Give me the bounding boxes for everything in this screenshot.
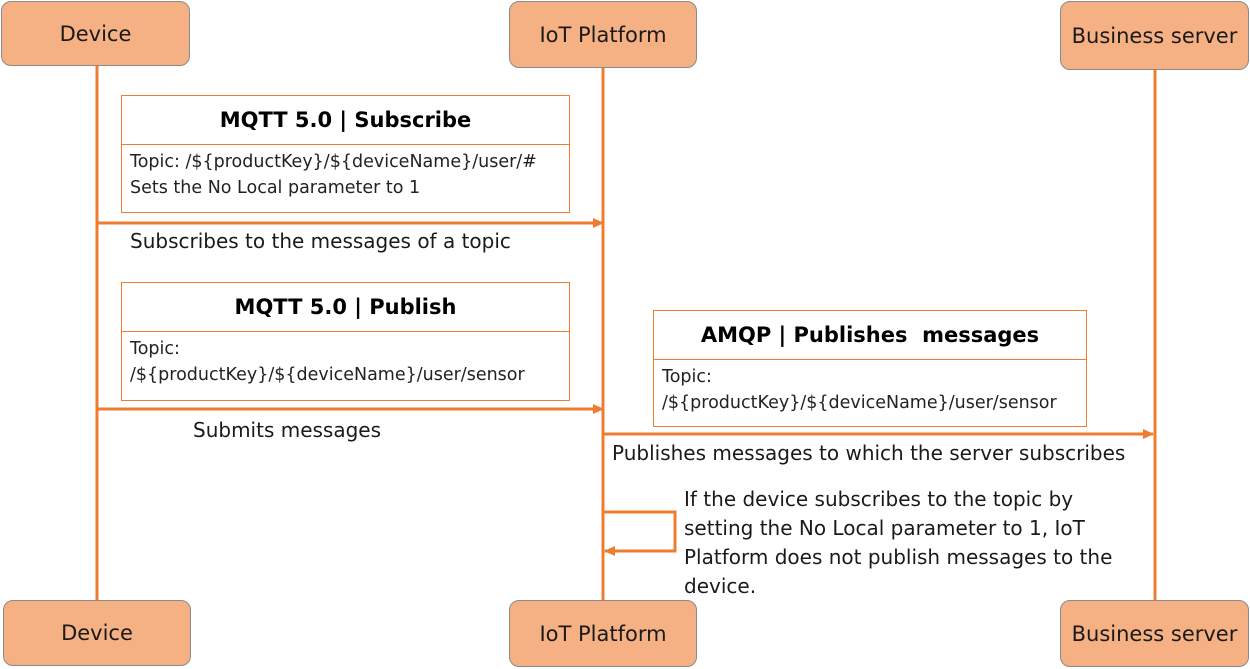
note-subscribe-no-local: Sets the No Local parameter to 1 — [130, 178, 421, 198]
note-publish-topic-label: Topic: — [130, 339, 180, 359]
message-subscribe-label: Subscribes to the messages of a topic — [130, 229, 511, 253]
note-amqp-topic-label: Topic: — [662, 367, 712, 387]
actor-server-bottom: Business server — [1060, 600, 1249, 667]
note-amqp: AMQP | Publishes messages Topic: /${prod… — [653, 310, 1087, 427]
actor-platform-bottom: IoT Platform — [509, 600, 697, 667]
note-publish-title: MQTT 5.0 | Publish — [122, 283, 569, 332]
note-subscribe-title: MQTT 5.0 | Subscribe — [122, 96, 569, 145]
note-amqp-topic: /${productKey}/${deviceName}/user/sensor — [662, 393, 1057, 413]
actor-device-top: Device — [1, 1, 190, 66]
actor-server-top: Business server — [1060, 1, 1249, 70]
message-no-local-note: If the device subscribes to the topic by… — [684, 487, 1113, 598]
note-subscribe: MQTT 5.0 | Subscribe Topic: /${productKe… — [121, 95, 570, 213]
actor-device-bottom: Device — [3, 600, 191, 666]
note-publish-topic: /${productKey}/${deviceName}/user/sensor — [130, 365, 525, 385]
message-forward-label: Publishes messages to which the server s… — [612, 441, 1126, 465]
note-subscribe-topic: Topic: /${productKey}/${deviceName}/user… — [130, 152, 537, 172]
note-amqp-title: AMQP | Publishes messages — [654, 311, 1086, 360]
actor-platform-top: IoT Platform — [509, 1, 697, 68]
note-publish: MQTT 5.0 | Publish Topic: /${productKey}… — [121, 282, 570, 401]
message-submit-label: Submits messages — [193, 418, 382, 442]
arrow-self-loop — [603, 510, 677, 556]
